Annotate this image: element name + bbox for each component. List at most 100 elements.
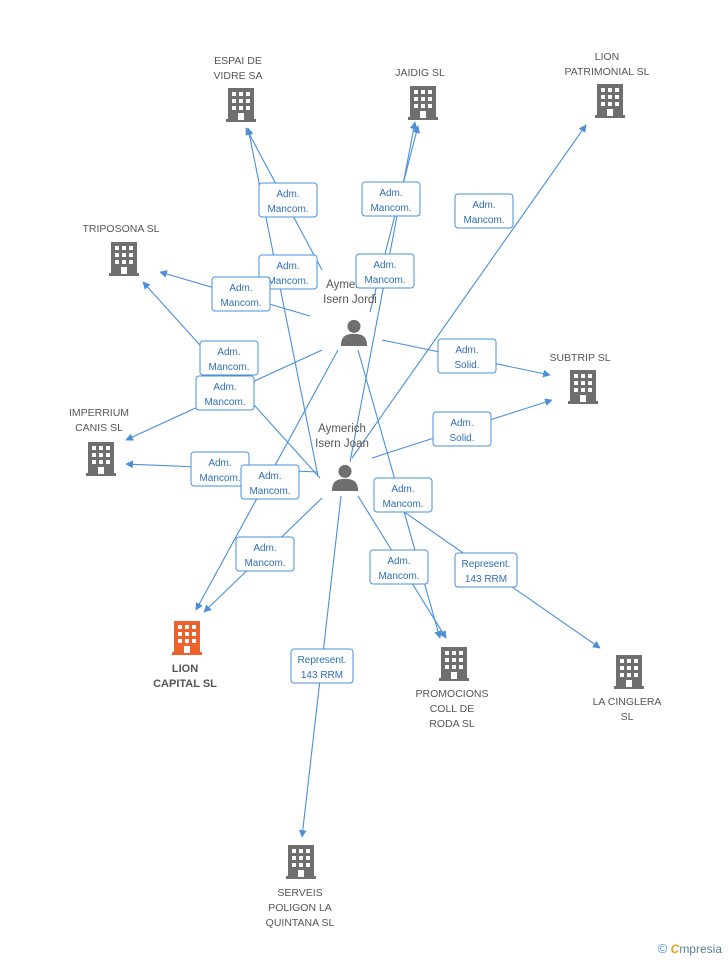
edge-label-text: Mancom. xyxy=(244,558,285,569)
person-label[interactable]: Isern Joan xyxy=(315,438,369,450)
edge-label-box xyxy=(355,253,415,289)
person-label[interactable]: Isern Jordi xyxy=(323,294,377,306)
edge-label-box xyxy=(240,464,300,500)
edge-label-text: Mancom. xyxy=(199,473,240,484)
edge-label-text: 143 RRM xyxy=(301,670,343,681)
copyright-icon: © xyxy=(657,941,668,956)
edge-label-p1-jaidig[interactable]: Adm.Mancom. xyxy=(361,181,421,217)
edge-label-p2-lionpat[interactable]: Adm. Mancom. xyxy=(454,193,514,229)
building-icon xyxy=(595,84,625,118)
company-node-espai[interactable]: ESPAI DE VIDRE SA xyxy=(213,55,263,122)
company-label[interactable]: IMPERRIUM xyxy=(69,407,129,419)
edge-label-p2-cinglera[interactable]: Represent. 143 RRM xyxy=(454,552,518,588)
edge-label-box xyxy=(361,181,421,217)
edge-p2-lionpat xyxy=(351,124,587,459)
company-label[interactable]: JAIDIG SL xyxy=(395,67,445,79)
company-node-serveis[interactable]: SERVEIS POLIGON LA QUINTANA SL xyxy=(266,845,335,929)
company-label[interactable]: LION xyxy=(172,663,198,675)
building-icon xyxy=(568,370,598,404)
edge-label-p1-subtrip[interactable]: Adm. Solid. xyxy=(437,338,497,374)
brand-watermark[interactable]: © Cmpresia xyxy=(658,941,722,956)
edge-label-text: Mancom. xyxy=(370,203,411,214)
company-node-jaidig[interactable]: JAIDIG SL xyxy=(395,67,445,120)
edge-label-p2-promocions[interactable]: Adm. Mancom. xyxy=(369,549,429,585)
company-label[interactable]: PATRIMONIAL SL xyxy=(565,66,650,78)
edge-label-text: Mancom. xyxy=(267,204,308,215)
nodes-layer: ESPAI DE VIDRE SA JAIDIG SL LION PATRIMONIAL… xyxy=(69,51,661,929)
edge-label-text: Represent. xyxy=(462,559,511,570)
edge-label-box xyxy=(373,477,433,513)
person-label[interactable]: Aymerich xyxy=(318,423,366,435)
company-label[interactable]: CANIS SL xyxy=(75,422,123,434)
building-icon xyxy=(172,621,202,655)
edge-label-p2-subtrip[interactable]: Adm.Solid. xyxy=(432,411,492,447)
edge-label-text: Adm. xyxy=(258,471,281,482)
edge-label-text: Mancom. xyxy=(378,571,419,582)
company-label[interactable]: CAPITAL SL xyxy=(153,678,217,690)
edge-label-p2-triposona[interactable]: Adm.Mancom. xyxy=(199,340,259,376)
company-label[interactable]: TRIPOSONA SL xyxy=(82,223,159,235)
edge-label-text: Adm. xyxy=(450,418,473,429)
edge-label-text: Represent. xyxy=(298,655,347,666)
edge-label-text: Mancom. xyxy=(220,298,261,309)
edge-label-text: 143 RRM xyxy=(465,574,507,585)
company-label[interactable]: QUINTANA SL xyxy=(266,917,335,929)
edge-label-box xyxy=(454,193,514,229)
edge-label-box xyxy=(199,340,259,376)
edge-label-text: Mancom. xyxy=(382,499,423,510)
company-label[interactable]: SERVEIS xyxy=(277,887,322,899)
person-icon xyxy=(340,319,368,346)
edge-label-text: Adm. xyxy=(472,200,495,211)
company-node-cinglera[interactable]: LA CINGLERA SL xyxy=(593,655,662,723)
company-node-imperrium[interactable]: IMPERRIUM CANIS SL xyxy=(69,407,129,476)
company-node-lioncap[interactable]: LION CAPITAL SL xyxy=(153,621,217,690)
company-label[interactable]: LA CINGLERA xyxy=(593,696,662,708)
company-label[interactable]: ESPAI DE xyxy=(214,55,262,67)
company-label[interactable]: PROMOCIONS xyxy=(416,688,489,700)
company-label[interactable]: POLIGON LA xyxy=(268,902,332,914)
building-icon xyxy=(226,88,256,122)
edge-label-p2-espai[interactable]: Adm.Mancom. xyxy=(258,254,318,290)
edge-label-p2-jaidig[interactable]: Adm. Mancom. xyxy=(355,253,415,289)
edge-label-p1-triposona[interactable]: Adm. Mancom. xyxy=(211,276,271,312)
building-icon xyxy=(439,647,469,681)
edge-label-text: Solid. xyxy=(454,360,479,371)
edge-label-p2-serveis[interactable]: Represent. 143 RRM xyxy=(290,648,354,684)
edge-label-text: Mancom. xyxy=(249,486,290,497)
edge-label-box xyxy=(195,375,255,411)
edge-label-p1-promocions[interactable]: Adm.Mancom. xyxy=(373,477,433,513)
company-label[interactable]: LION xyxy=(595,51,620,63)
company-label[interactable]: VIDRE SA xyxy=(213,70,262,82)
edge-label-p1-imperrium[interactable]: Adm.Mancom. xyxy=(195,375,255,411)
company-label[interactable]: SUBTRIP SL xyxy=(549,352,610,364)
edge-label-text: Mancom. xyxy=(364,275,405,286)
edge-label-p1-lioncap[interactable]: Adm. Mancom. xyxy=(240,464,300,500)
edge-label-box xyxy=(258,182,318,218)
edge-label-p2-imperrium[interactable]: Adm.Mancom. xyxy=(190,451,250,487)
company-label[interactable]: RODA SL xyxy=(429,718,475,730)
edge-label-text: Adm. xyxy=(373,260,396,271)
company-node-promocions[interactable]: PROMOCIONS COLL DE RODA SL xyxy=(416,647,489,730)
company-node-triposona[interactable]: TRIPOSONA SL xyxy=(82,223,160,276)
edge-label-box xyxy=(290,648,354,684)
building-icon xyxy=(86,442,116,476)
edge-label-text: Mancom. xyxy=(463,215,504,226)
edge-label-text: Adm. xyxy=(455,345,478,356)
company-label[interactable]: SL xyxy=(621,711,634,723)
company-node-subtrip[interactable]: SUBTRIP SL xyxy=(549,352,611,404)
edge-label-box xyxy=(211,276,271,312)
edge-label-p2-lioncap[interactable]: Adm.Mancom. xyxy=(235,536,295,572)
edge-label-box xyxy=(437,338,497,374)
edge-label-text: Adm. xyxy=(387,556,410,567)
edge-label-text: Adm. xyxy=(217,347,240,358)
company-label[interactable]: COLL DE xyxy=(430,703,475,715)
edge-label-box xyxy=(235,536,295,572)
company-node-lionpat[interactable]: LION PATRIMONIAL SL xyxy=(565,51,650,118)
edge-label-text: Adm. xyxy=(229,283,252,294)
edge-label-text: Mancom. xyxy=(267,276,308,287)
edge-label-box xyxy=(432,411,492,447)
edge-label-p1-espai[interactable]: Adm.Mancom. xyxy=(258,182,318,218)
edge-label-text: Adm. xyxy=(213,382,236,393)
